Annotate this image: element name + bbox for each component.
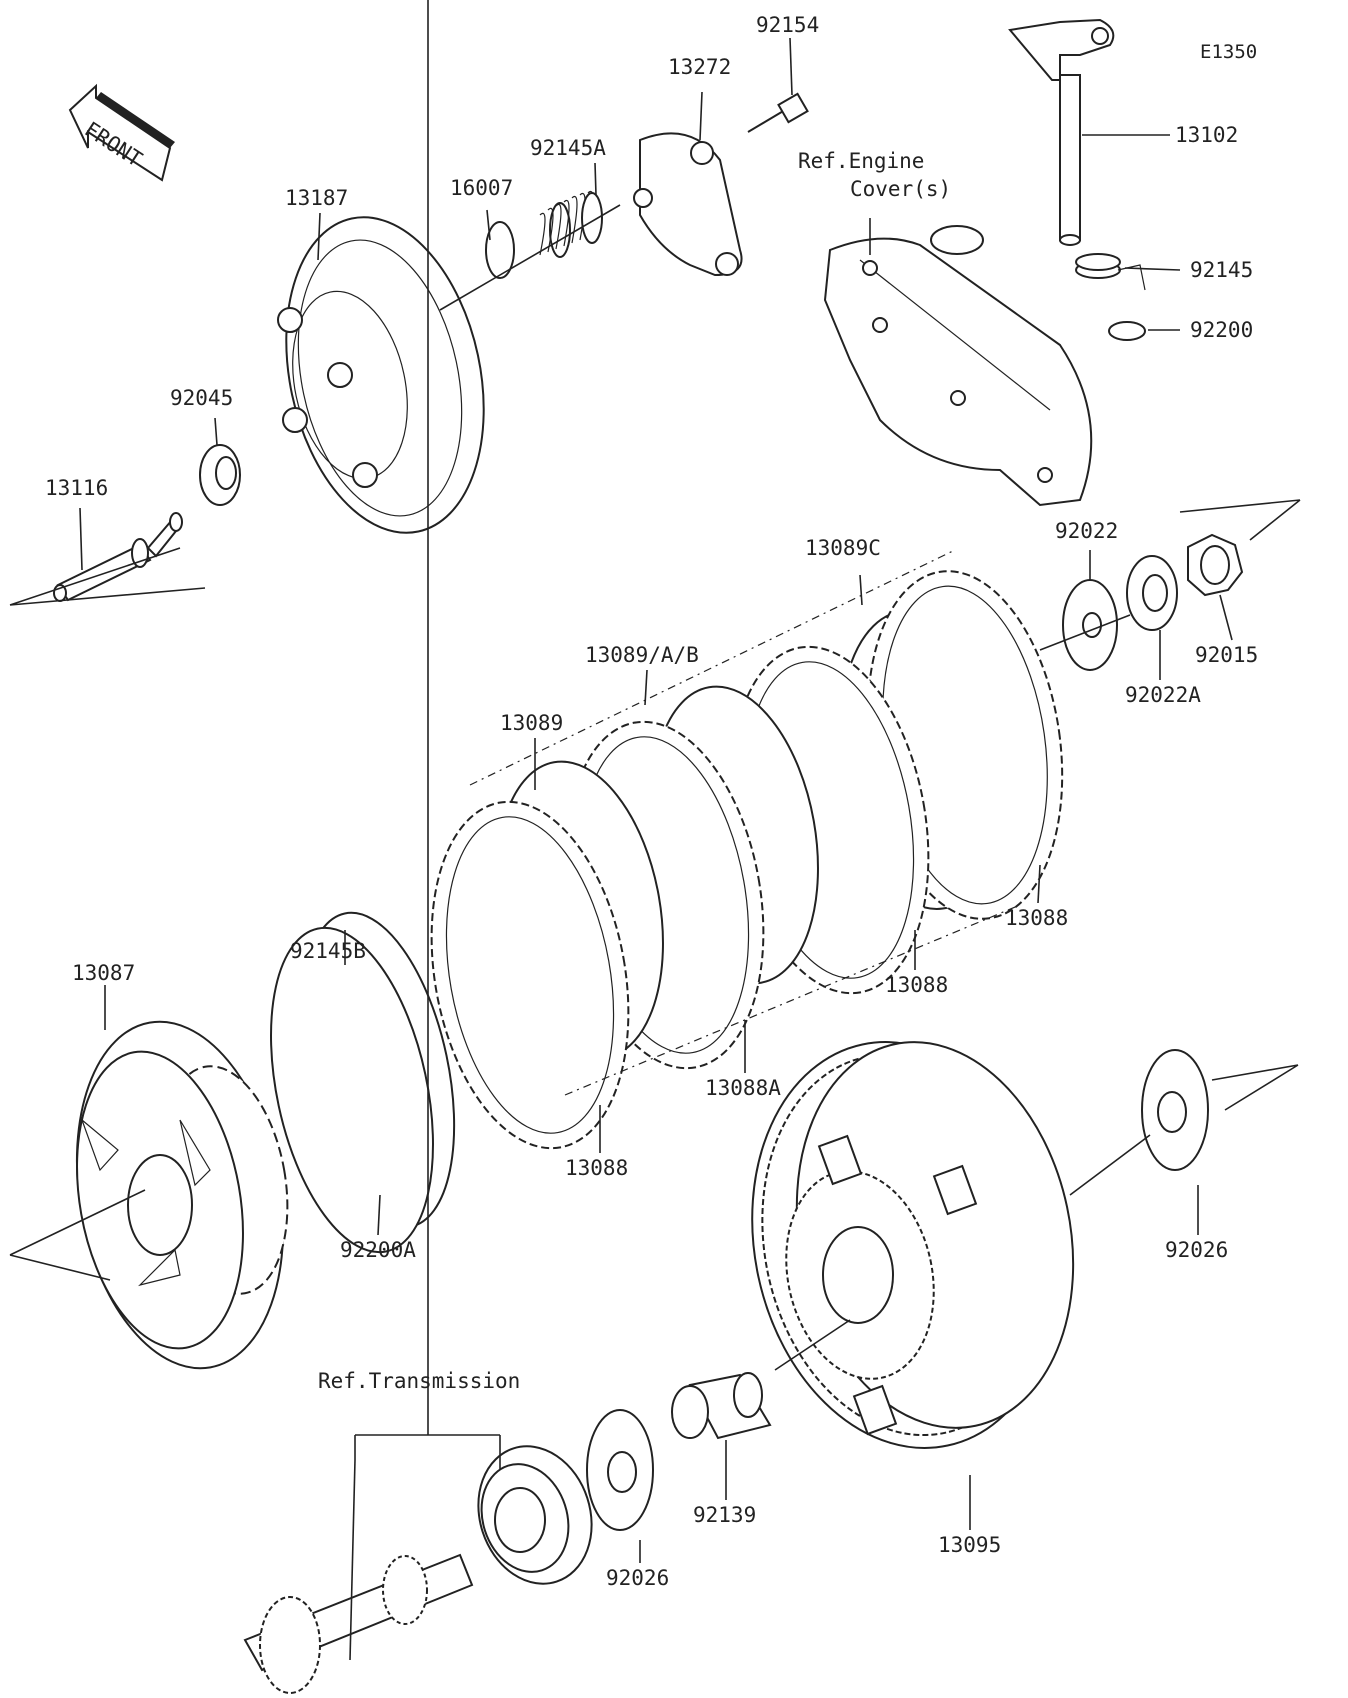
label-92139: 92139 <box>693 1503 756 1527</box>
transmission-ref <box>243 1445 593 1694</box>
label-13087: 13087 <box>72 961 135 985</box>
label-92145: 92145 <box>1190 258 1253 282</box>
front-arrow-icon: FRONT <box>68 83 175 182</box>
seat-ring-92200A <box>270 926 434 1254</box>
push-rod-13116 <box>53 512 183 602</box>
label-92154: 92154 <box>756 13 819 37</box>
label-13089AB: 13089/A/B <box>585 643 699 667</box>
label-13088-mid: 13088 <box>885 973 948 997</box>
nut-92015 <box>1187 533 1244 597</box>
label-13088-right: 13088 <box>1005 906 1068 930</box>
label-92015: 92015 <box>1195 643 1258 667</box>
bolt-92154 <box>747 92 809 133</box>
label-13089C: 13089C <box>805 536 881 560</box>
label-13272: 13272 <box>668 55 731 79</box>
plate-stack-outline <box>469 549 1021 1096</box>
label-92022: 92022 <box>1055 519 1118 543</box>
spring-92145A <box>539 190 603 258</box>
label-92022A: 92022A <box>1125 683 1201 707</box>
friction-plate-13088-low <box>430 800 630 1150</box>
label-92045: 92045 <box>170 386 233 410</box>
thrust-washer-92026-right <box>1141 1049 1209 1171</box>
label-13088A: 13088A <box>705 1076 781 1100</box>
release-shaft-13102 <box>1008 18 1115 246</box>
label-13095: 13095 <box>938 1533 1001 1557</box>
label-92145B: 92145B <box>290 939 366 963</box>
ref-engine-cover-line1: Ref.Engine <box>798 149 924 173</box>
ref-engine-cover-line2: Cover(s) <box>850 177 951 201</box>
label-92200: 92200 <box>1190 318 1253 342</box>
ring-16007 <box>485 221 515 279</box>
thrust-washer-92026-low <box>586 1409 654 1531</box>
ref-transmission: Ref.Transmission <box>318 1369 520 1393</box>
collar-92139 <box>671 1372 772 1440</box>
leader-lines <box>9 0 1301 1661</box>
pressure-plate-13187 <box>277 216 485 534</box>
diagram-code: E1350 <box>1200 41 1257 63</box>
label-13116: 13116 <box>45 476 108 500</box>
label-92026-low: 92026 <box>606 1566 669 1590</box>
label-13187: 13187 <box>285 186 348 210</box>
bearing-92045 <box>199 444 241 506</box>
label-13102: 13102 <box>1175 123 1238 147</box>
label-92200A: 92200A <box>340 1238 416 1262</box>
part-labels: 92154 13272 92145A 16007 13187 92045 131… <box>45 13 1258 1590</box>
washer-92200 <box>1108 321 1146 341</box>
spring-92145 <box>1075 253 1146 291</box>
washer-92022 <box>1062 579 1118 671</box>
clutch-hub-13087 <box>75 1020 289 1370</box>
label-16007: 16007 <box>450 176 513 200</box>
label-92145A: 92145A <box>530 136 606 160</box>
washer-92022A <box>1126 555 1178 631</box>
label-13088-low: 13088 <box>565 1156 628 1180</box>
engine-cover-ref <box>823 225 1093 507</box>
plate-13272 <box>633 132 743 277</box>
label-92026-right: 92026 <box>1165 1238 1228 1262</box>
clutch-housing-13095 <box>751 1041 1075 1449</box>
label-13089: 13089 <box>500 711 563 735</box>
